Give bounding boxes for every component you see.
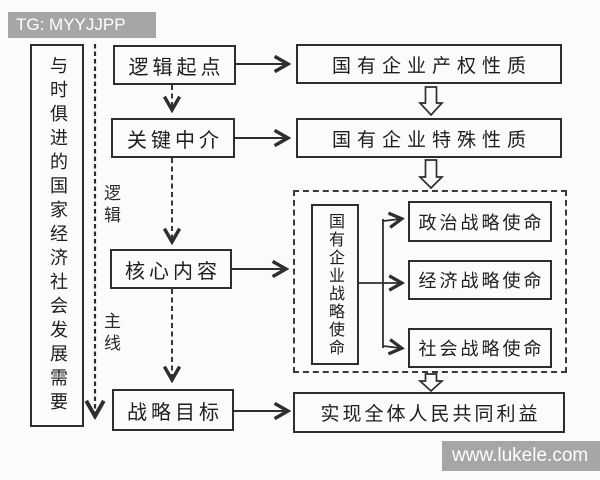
- stage-box-strategic-goal: 战略目标: [112, 389, 234, 431]
- stage-box-logical-start: 逻辑起点: [113, 45, 236, 85]
- outcome-box-special-nature: 国有企业特殊性质: [296, 118, 562, 158]
- block-arrow-special-to-missiongroup: [417, 159, 445, 190]
- watermark-lukele: www.lukele.com: [442, 441, 600, 471]
- mainline-label-logic: 逻辑: [100, 184, 120, 228]
- watermark-telegram: TG: MYYJJPP: [8, 12, 156, 38]
- child-mission-box-economic: 经济战略使命: [408, 260, 552, 300]
- child-mission-box-political: 政治战略使命: [408, 201, 552, 242]
- outcome-box-common-interest: 实现全体人民共同利益: [293, 392, 565, 433]
- mission-group-frame: [293, 190, 567, 373]
- child-mission-box-social: 社会战略使命: [408, 328, 552, 368]
- stage-box-core-content: 核心内容: [110, 249, 232, 289]
- parent-mission-box: 国有企业战略使命: [311, 204, 359, 365]
- parent-mission-label: 国有企业战略使命: [326, 212, 345, 357]
- stage-box-key-mediator: 关键中介: [111, 118, 235, 158]
- block-arrow-missiongroup-to-final: [417, 373, 445, 393]
- block-arrow-property-to-special: [418, 86, 444, 117]
- left-theme-box: 与时俱进的国家经济社会发展需要: [30, 44, 84, 427]
- outcome-box-property-nature: 国有企业产权性质: [296, 44, 562, 84]
- left-theme-label: 与时俱进的国家经济社会发展需要: [47, 55, 68, 416]
- mainline-label-main: 主线: [100, 312, 120, 356]
